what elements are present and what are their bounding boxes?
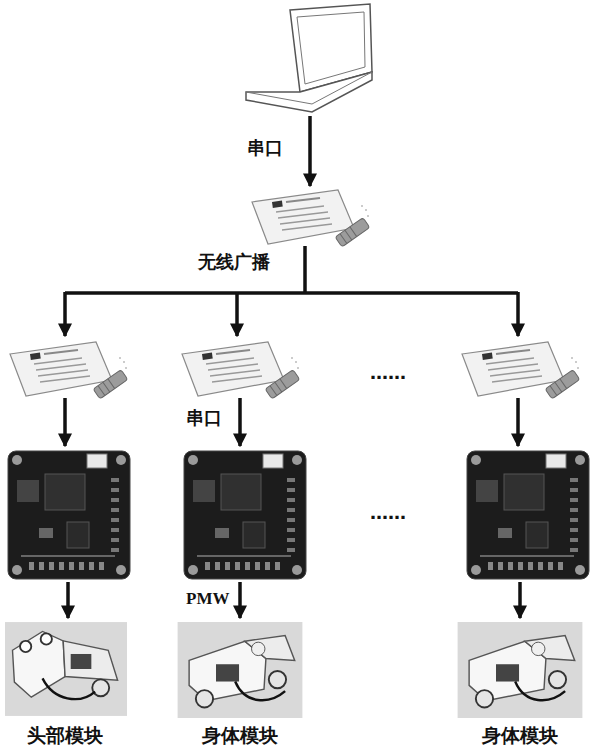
arrow bbox=[63, 292, 67, 336]
signal-label: 无线广播 bbox=[198, 251, 270, 273]
arrow bbox=[308, 116, 312, 186]
signal-label: …… bbox=[370, 502, 406, 524]
arrow bbox=[63, 398, 67, 446]
broadcast-bus bbox=[65, 291, 518, 295]
controller-board bbox=[467, 451, 589, 579]
head-module-photo bbox=[5, 622, 127, 716]
arrow bbox=[238, 398, 242, 446]
controller-board bbox=[8, 451, 130, 579]
wire bbox=[303, 246, 307, 293]
body-module-photo bbox=[458, 622, 583, 718]
radio-module bbox=[182, 342, 300, 399]
body-module-photo bbox=[178, 622, 303, 718]
signal-label: 串口 bbox=[247, 137, 283, 159]
module-caption: 身体模块 bbox=[480, 724, 560, 746]
arrow bbox=[66, 582, 70, 618]
module-node: 身体模块 bbox=[458, 618, 582, 746]
radio-module bbox=[252, 190, 370, 247]
module-caption: 身体模块 bbox=[200, 724, 280, 746]
controller-board bbox=[184, 451, 306, 579]
module-caption: 头部模块 bbox=[25, 724, 105, 746]
radio-module bbox=[462, 342, 580, 399]
arrow bbox=[518, 582, 522, 618]
arrow bbox=[516, 292, 520, 336]
arrow bbox=[235, 292, 239, 336]
signal-label: 串口 bbox=[186, 407, 222, 429]
arrow bbox=[238, 582, 242, 618]
laptop bbox=[246, 4, 372, 112]
signal-label: PMW bbox=[186, 588, 229, 610]
module-node: 头部模块 bbox=[3, 618, 127, 746]
radio-module bbox=[10, 342, 128, 399]
arrow bbox=[516, 398, 520, 446]
signal-label: …… bbox=[370, 362, 406, 384]
module-node: 身体模块 bbox=[178, 618, 302, 746]
